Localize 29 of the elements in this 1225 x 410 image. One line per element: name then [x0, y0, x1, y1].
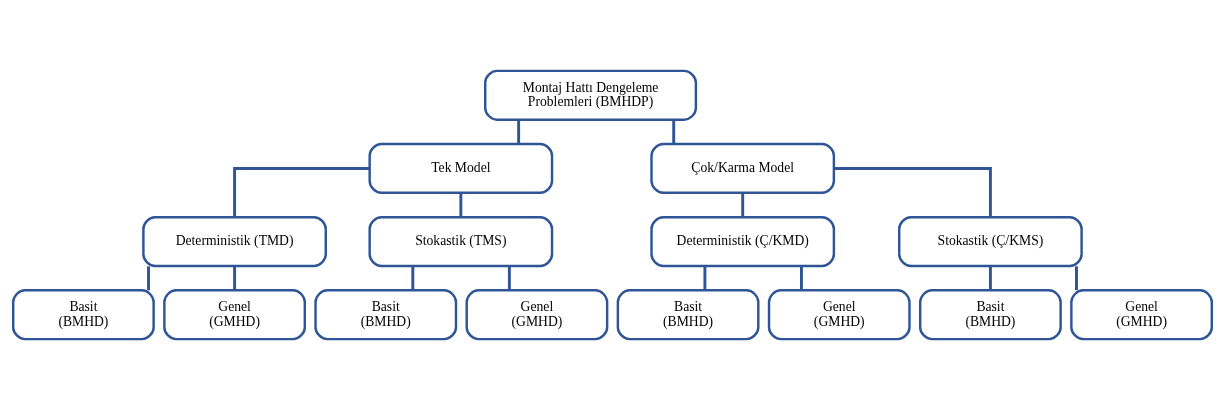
- node-box: Tek Model: [368, 142, 554, 195]
- node-box: Genel (GMHD): [465, 289, 609, 341]
- node-box: Stokastik (TMS): [368, 215, 554, 268]
- node-box: Genel (GMHD): [163, 289, 307, 341]
- connector: [800, 266, 803, 291]
- connector: [507, 266, 511, 291]
- node-box: Montaj Hattı Dengeleme Problemleri (BMHDP): [484, 69, 698, 121]
- node-box: Basit (BMHD): [314, 289, 458, 341]
- connector: [1075, 266, 1078, 291]
- connector: [703, 266, 707, 291]
- node-box: Deterministik (Ç/KMD): [650, 215, 836, 268]
- connector: [517, 120, 521, 144]
- connector: [672, 120, 676, 144]
- connector: [411, 266, 415, 291]
- node-box: Deterministik (TMD): [142, 215, 327, 268]
- node-box: Stokastik (Ç/KMS): [898, 215, 1083, 268]
- connector: [459, 193, 463, 218]
- node-box: Basit (BMHD): [616, 289, 760, 341]
- node-box: Basit (BMHD): [11, 289, 155, 341]
- node-box: Genel (GMHD): [767, 289, 911, 341]
- connector: [834, 166, 992, 217]
- connector: [233, 166, 370, 217]
- node-box: Basit (BMHD): [919, 289, 1062, 341]
- node-box: Genel (GMHD): [1070, 289, 1213, 341]
- connector: [147, 266, 150, 291]
- node-box: Çok/Karma Model: [650, 142, 836, 195]
- connector: [233, 266, 237, 291]
- connector: [741, 193, 745, 218]
- connector: [988, 266, 992, 291]
